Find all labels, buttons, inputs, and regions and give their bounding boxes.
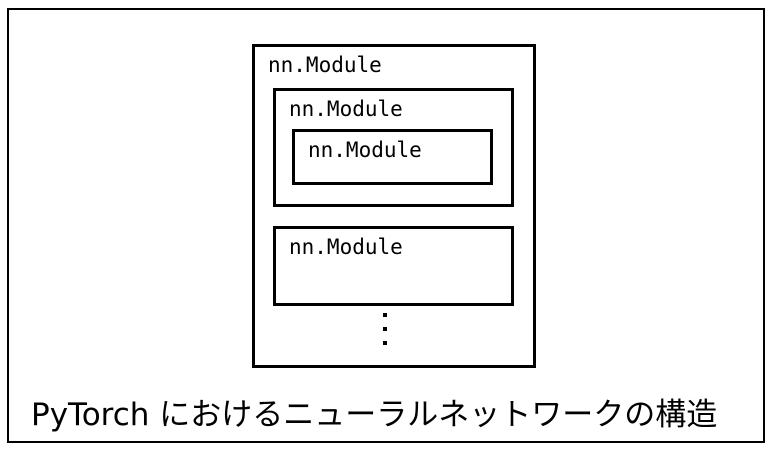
ellipsis-dot: [383, 327, 387, 331]
figure-outer-frame: nn.Module nn.Module nn.Module nn.Module: [7, 8, 765, 443]
vertical-ellipsis-icon: [381, 313, 389, 345]
module-box-level-1: nn.Module nn.Module nn.Module nn.Module: [252, 44, 536, 368]
module-box-level-2b: nn.Module: [273, 226, 514, 306]
module-box-level-3: nn.Module: [292, 129, 493, 185]
module-box-level-2a: nn.Module nn.Module: [273, 88, 514, 207]
ellipsis-dot: [383, 313, 387, 317]
module-label-level-1: nn.Module: [268, 53, 382, 77]
module-label-level-2a: nn.Module: [289, 97, 403, 121]
figure-caption: PyTorch におけるニューラルネットワークの構造: [31, 397, 718, 433]
ellipsis-dot: [383, 341, 387, 345]
module-label-level-3: nn.Module: [308, 138, 422, 162]
module-label-level-2b: nn.Module: [289, 235, 403, 259]
